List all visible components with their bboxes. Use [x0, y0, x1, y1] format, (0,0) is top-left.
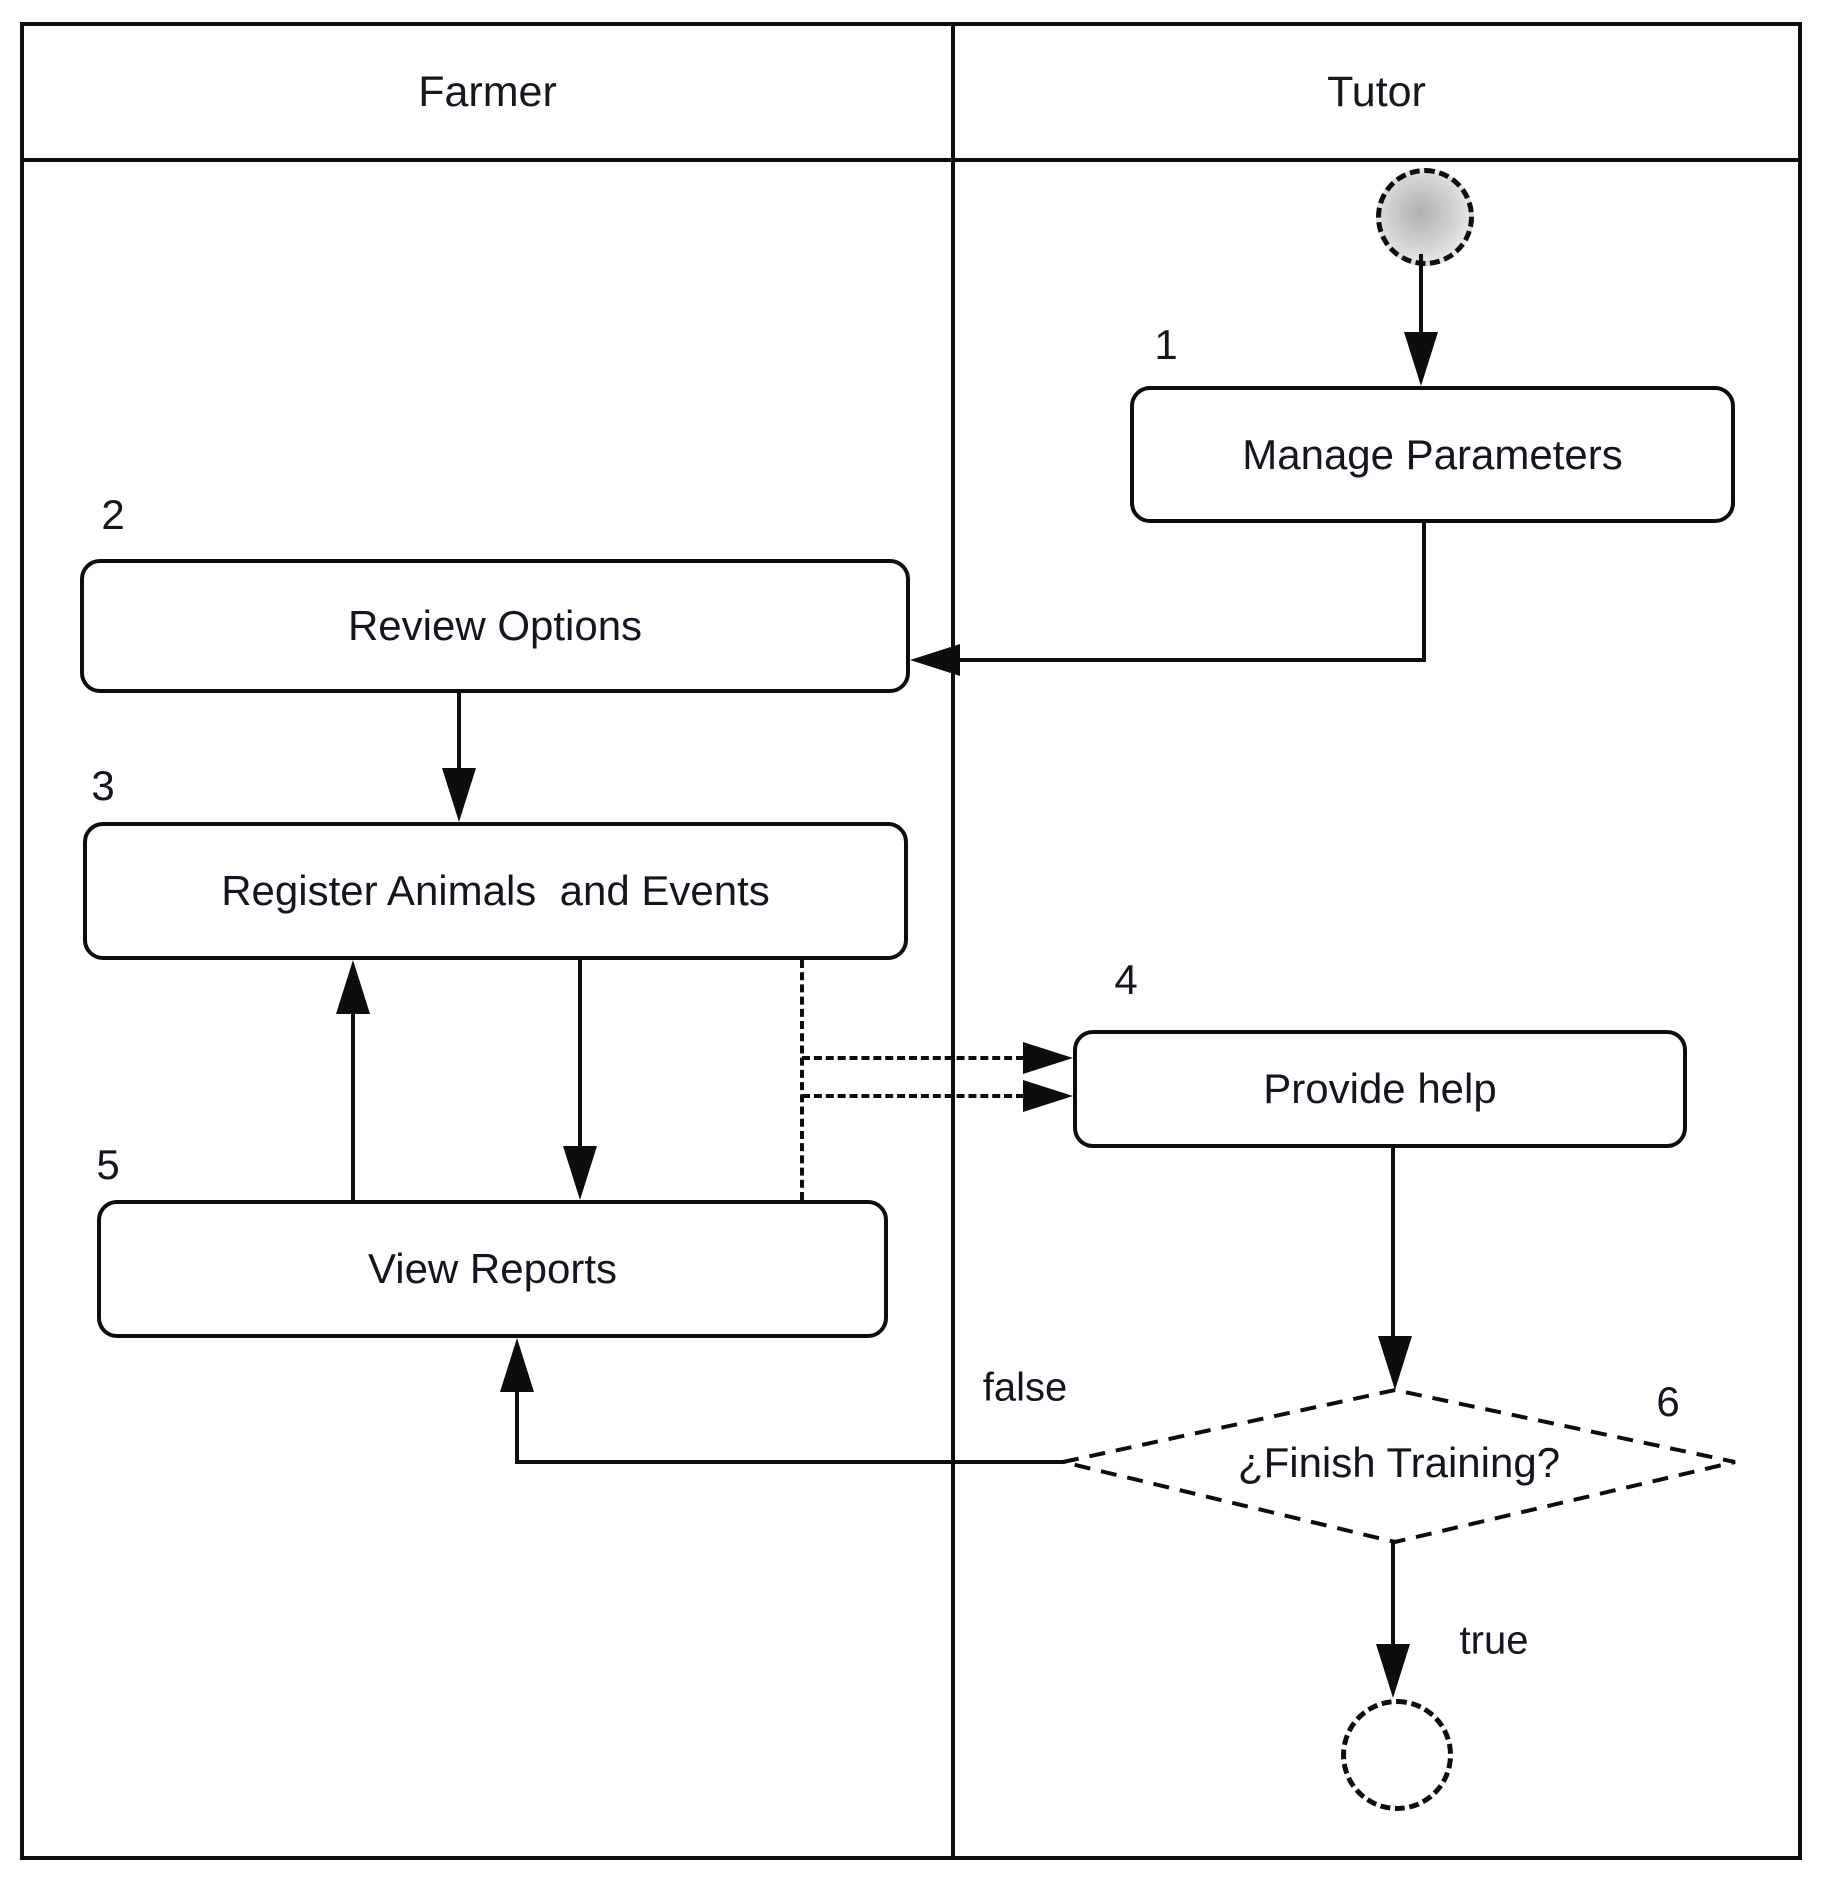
activity-provide-help-label: Provide help [1263, 1065, 1497, 1112]
activity-review-options: Review Options [80, 559, 910, 693]
arrowhead-up-into-5 [500, 1338, 534, 1392]
activity-review-options-label: Review Options [347, 602, 643, 649]
lane-farmer-label: Farmer [418, 67, 557, 116]
start-node [1376, 168, 1474, 266]
edge-2-to-3-line [457, 691, 461, 773]
lane-header-separator [20, 158, 1802, 162]
activity-provide-help: Provide help [1073, 1030, 1687, 1148]
activity-register-animals-events: Register Animals and Events [83, 822, 908, 960]
activity-manage-parameters: Manage Parameters [1130, 386, 1735, 523]
lane-divider [951, 22, 955, 1860]
decision-finish-training-label: ¿Finish Training? [1237, 1439, 1561, 1486]
lane-header-tutor: Tutor [955, 26, 1798, 158]
arrowhead-down-into-6 [1378, 1336, 1412, 1390]
edge-false-vertical [515, 1388, 519, 1464]
edge-1-to-2-vertical [1422, 521, 1426, 662]
edge-5-to-3-line [351, 1012, 355, 1202]
node-6-number: 6 [1656, 1378, 1680, 1425]
arrowhead-left-into-2 [910, 644, 960, 676]
activity-register-animals-events-label: Register Animals and Events [221, 867, 770, 914]
activity-view-reports: View Reports [97, 1200, 888, 1338]
node-5-number: 5 [96, 1141, 120, 1188]
arrowhead-down-into-3 [442, 768, 476, 822]
arrowhead-down-into-end [1376, 1644, 1410, 1698]
activity-manage-parameters-label: Manage Parameters [1242, 430, 1623, 478]
edge-start-to-1-line [1419, 254, 1423, 340]
edge-3-to-5-line [578, 958, 582, 1150]
dashed-edge-lower-horizontal [802, 1094, 1024, 1098]
arrowhead-up-into-3 [336, 960, 370, 1014]
edge-4-to-6-line [1391, 1146, 1395, 1340]
lane-header-farmer: Farmer [24, 26, 951, 158]
arrowhead-right-into-4-upper [1023, 1042, 1073, 1074]
node-2-number: 2 [101, 491, 125, 538]
lane-tutor-label: Tutor [1327, 67, 1426, 116]
end-node [1341, 1699, 1453, 1811]
false-edge-label: false [982, 1365, 1068, 1410]
dashed-edge-vertical [800, 960, 804, 1200]
edge-true-line [1391, 1540, 1395, 1648]
true-edge-label: true [1459, 1618, 1529, 1663]
node-4-number: 4 [1114, 956, 1138, 1003]
arrowhead-right-into-4-lower [1023, 1080, 1073, 1112]
dashed-edge-upper-horizontal [802, 1056, 1024, 1060]
node-1-number: 1 [1154, 321, 1178, 368]
activity-view-reports-label: View Reports [367, 1245, 617, 1292]
arrowhead-down-into-1 [1404, 332, 1438, 386]
edge-false-horizontal [515, 1460, 1065, 1464]
node-3-number: 3 [91, 762, 115, 809]
arrowhead-down-into-5 [563, 1146, 597, 1200]
edge-1-to-2-horizontal [956, 658, 1426, 662]
decision-diamond [1062, 1387, 1736, 1545]
